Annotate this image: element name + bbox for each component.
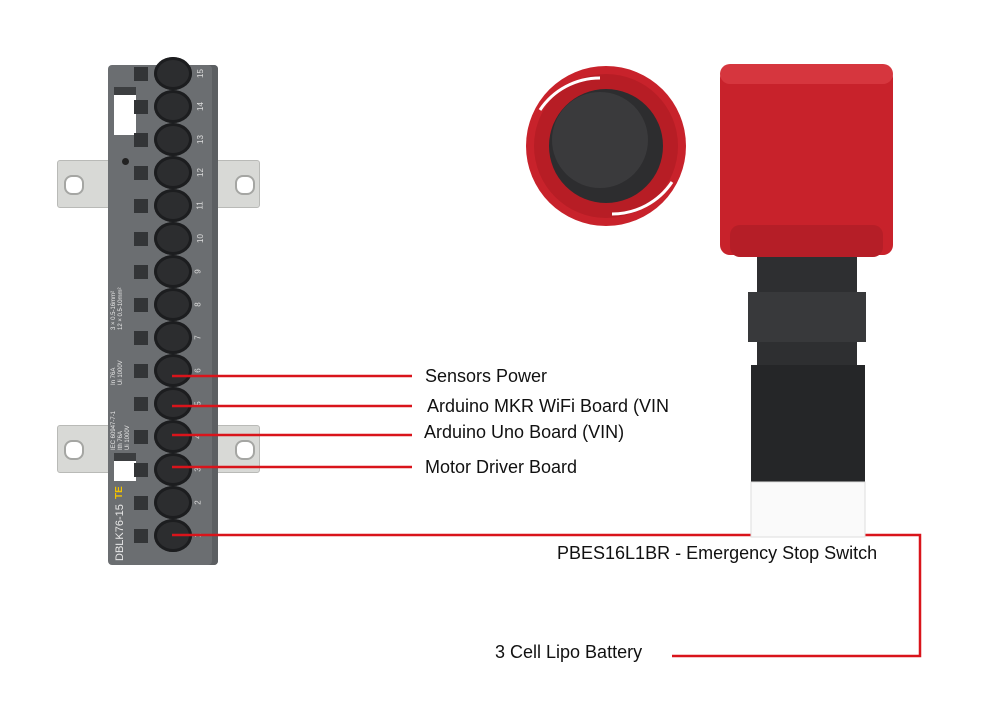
terminal-hole (154, 255, 192, 288)
terminal-screw (134, 166, 148, 180)
terminal-screw (134, 67, 148, 81)
terminal-hole (154, 387, 192, 420)
label-estop: PBES16L1BR - Emergency Stop Switch (557, 543, 878, 563)
label-motor-driver: Motor Driver Board (425, 457, 578, 477)
marker-tab (114, 87, 136, 135)
terminal-screw (134, 100, 148, 114)
terminal-hole (154, 189, 192, 222)
label-mkr-wifi: Arduino MKR WiFi Board (VIN (427, 396, 670, 416)
terminal-screw (134, 265, 148, 279)
terminal-screw (134, 331, 148, 345)
marker-tab (114, 453, 136, 481)
label-arduino-uno: Arduino Uno Board (VIN) (424, 422, 625, 442)
terminal-screw (134, 430, 148, 444)
estop-top-view (526, 66, 686, 226)
terminal-hole (154, 90, 192, 123)
terminal-hole (154, 354, 192, 387)
terminal-hole (154, 57, 192, 90)
terminal-screw (134, 298, 148, 312)
terminal-screw (134, 496, 148, 510)
wire-estop-battery (172, 533, 922, 658)
terminal-screw (134, 397, 148, 411)
terminal-screw (134, 199, 148, 213)
terminal-screw (134, 232, 148, 246)
terminal-screw (134, 133, 148, 147)
terminal-hole (154, 486, 192, 519)
estop-side-view (720, 64, 893, 538)
label-sensors-power: Sensors Power (425, 366, 548, 386)
terminal-hole (154, 288, 192, 321)
terminal-hole (154, 123, 192, 156)
terminal-hole (154, 156, 192, 189)
terminal-hole (154, 453, 192, 486)
terminal-hole (154, 321, 192, 354)
terminal-screw (134, 463, 148, 477)
terminal-hole (154, 222, 192, 255)
terminal-screw (134, 529, 148, 543)
terminal-hole (154, 420, 192, 453)
terminal-screw (134, 364, 148, 378)
label-battery: 3 Cell Lipo Battery (495, 642, 643, 662)
